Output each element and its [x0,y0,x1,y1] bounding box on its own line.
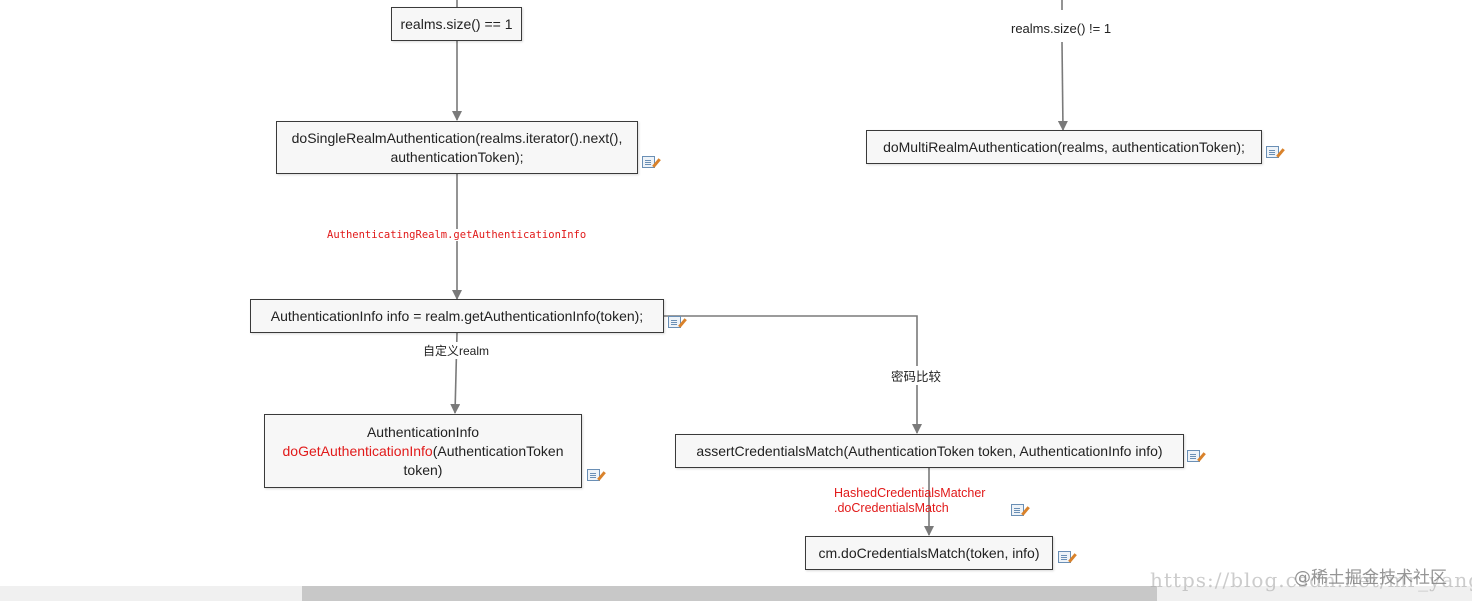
node-do-single-realm-authentication[interactable]: doSingleRealmAuthentication(realms.itera… [276,121,638,174]
edit-note-icon[interactable] [642,156,655,168]
node-text: cm.doCredentialsMatch(token, info) [818,544,1040,561]
node-text: realms.size() == 1 [400,15,513,32]
label-hashed-matcher-line-1: HashedCredentialsMatcher [834,486,986,500]
method-name-highlight: doGetAuthenticationInfo [282,442,433,459]
edit-note-icon[interactable] [587,469,600,481]
node-text: doMultiRealmAuthentication(realms, authe… [883,138,1245,155]
label-authenticating-realm: AuthenticatingRealm.getAuthenticationInf… [327,229,587,241]
node-assert-credentials-match[interactable]: assertCredentialsMatch(AuthenticationTok… [675,434,1184,468]
node-text-line-2: doGetAuthenticationInfo(AuthenticationTo… [283,442,564,461]
edit-note-icon[interactable] [1058,551,1071,563]
edit-note-icon[interactable] [1266,146,1279,158]
node-text: assertCredentialsMatch(AuthenticationTok… [696,442,1163,459]
edge-size-ne1-to-multi [1057,41,1068,131]
node-do-get-authentication-info[interactable]: AuthenticationInfo doGetAuthenticationIn… [264,414,582,488]
node-cm-do-credentials-match[interactable]: cm.doCredentialsMatch(token, info) [805,536,1053,570]
node-text-line-1: AuthenticationInfo [366,423,480,440]
edge-get-to-assert [663,315,922,434]
watermark-brand: @稀土掘金技术社区 [1294,568,1447,588]
node-text-line-1: doSingleRealmAuthentication(realms.itera… [291,129,623,146]
node-text: AuthenticationInfo info = realm.getAuthe… [270,307,644,324]
label-password-compare: 密码比较 [891,366,942,385]
horizontal-scrollbar-thumb[interactable] [302,586,1157,601]
label-custom-realm: 自定义realm [423,342,490,359]
edit-note-icon[interactable] [1011,504,1024,516]
node-text-line-2: authenticationToken); [390,148,524,165]
label-realms-size-ne1: realms.size() != 1 [1011,21,1112,36]
label-hashed-matcher-line-2: .doCredentialsMatch [834,501,949,515]
watermark-url: https://blog.csdn.net/mr_yangzc [1150,568,1472,592]
edit-note-icon[interactable] [1187,450,1200,462]
node-get-authentication-info[interactable]: AuthenticationInfo info = realm.getAuthe… [250,299,664,333]
edit-note-icon[interactable] [668,316,681,328]
node-realms-size-eq1[interactable]: realms.size() == 1 [391,7,522,41]
node-do-multi-realm-authentication[interactable]: doMultiRealmAuthentication(realms, authe… [866,130,1262,164]
method-params: (AuthenticationToken [432,442,564,459]
node-text-line-3: token) [403,461,443,478]
